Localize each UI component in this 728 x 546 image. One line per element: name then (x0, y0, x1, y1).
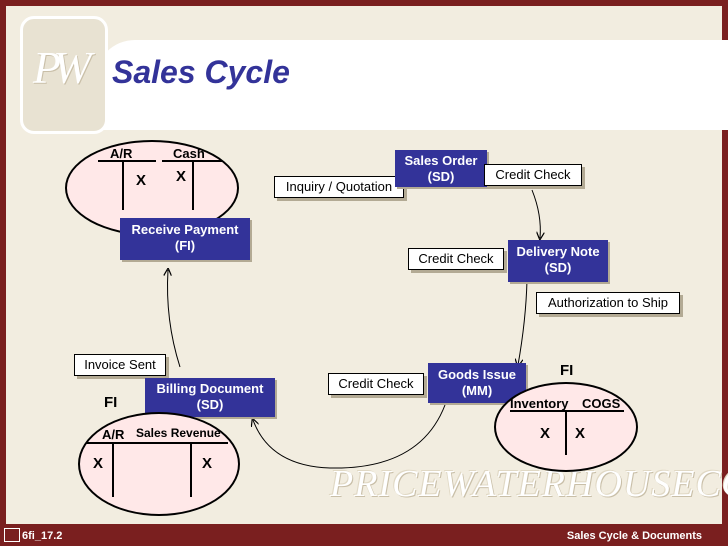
billing-t-stem-right (190, 442, 192, 497)
payment-t-top-left (98, 160, 156, 162)
delivery-note-document: Delivery Note (SD) (508, 240, 608, 282)
billing-document: Billing Document (SD) (145, 378, 275, 417)
payment-t-stem-right (192, 160, 194, 210)
inventory-t-stem (565, 410, 567, 455)
frame-right (722, 0, 728, 546)
inventory-mark: X (540, 425, 551, 442)
cogs-label: COGS (582, 396, 621, 411)
billing-ellipse (78, 412, 240, 516)
goods-issue-module: (MM) (461, 383, 493, 398)
credit-check-sales-order-note: Credit Check (484, 164, 582, 186)
arrow-salesorder-to-deliverynote (531, 189, 540, 238)
sales-revenue-mark: X (202, 455, 213, 472)
sales-order-title: Sales Order (404, 153, 478, 168)
inquiry-quotation-note: Inquiry / Quotation (274, 176, 404, 198)
credit-check-goods-issue-note: Credit Check (328, 373, 424, 395)
logo-text: PW (33, 42, 91, 93)
delivery-note-module: (SD) (544, 260, 572, 275)
footer-bar (0, 524, 728, 546)
payment-cash-mark: X (176, 168, 187, 185)
pwc-watermark: PRICEWATERHOUSECOOPERS (330, 463, 728, 505)
goods-issue-title: Goods Issue (437, 367, 517, 382)
credit-check-delivery-note: Credit Check (408, 248, 504, 270)
footer-grid-icon (4, 528, 20, 542)
payment-ar-label: A/R (110, 146, 133, 161)
billing-fi-label: FI (104, 394, 118, 411)
sales-revenue-label: Sales Revenue (136, 426, 221, 440)
payment-ar-mark: X (136, 172, 147, 189)
pwc-logo: PW (20, 16, 108, 134)
delivery-note-title: Delivery Note (516, 244, 600, 259)
frame-top (0, 0, 728, 6)
frame-left (0, 0, 6, 546)
sales-order-module: (SD) (427, 169, 455, 184)
title-panel (95, 40, 728, 130)
receive-payment-document: Receive Payment (FI) (120, 218, 250, 260)
arrow-goodsissue-to-billing (253, 404, 446, 469)
payment-t-stem-left (122, 160, 124, 210)
inventory-fi-label: FI (560, 362, 574, 379)
sales-order-document: Sales Order (SD) (395, 150, 487, 187)
inventory-label: Inventory (510, 396, 569, 411)
footer-slide-caption: Sales Cycle & Documents (566, 530, 702, 542)
payment-cash-label: Cash (173, 146, 205, 161)
billing-document-title: Billing Document (156, 381, 264, 396)
receive-payment-module: (FI) (174, 238, 196, 253)
page-title: Sales Cycle (112, 54, 290, 90)
footer-slide-id: 6fi_17.2 (22, 530, 63, 542)
billing-ar-label: A/R (102, 427, 125, 442)
goods-issue-document: Goods Issue (MM) (428, 363, 526, 403)
arrow-billing-to-payment (168, 270, 181, 368)
receive-payment-title: Receive Payment (131, 222, 239, 237)
invoice-sent-note: Invoice Sent (74, 354, 166, 376)
inventory-t-top (510, 410, 624, 412)
authorization-to-ship-note: Authorization to Ship (536, 292, 680, 314)
arrow-deliverynote-to-goodsissue (518, 279, 528, 365)
billing-document-module: (SD) (196, 397, 224, 412)
billing-t-stem-left (112, 442, 114, 497)
cogs-mark: X (575, 425, 586, 442)
billing-ar-mark: X (93, 455, 104, 472)
billing-t-top (86, 442, 228, 444)
